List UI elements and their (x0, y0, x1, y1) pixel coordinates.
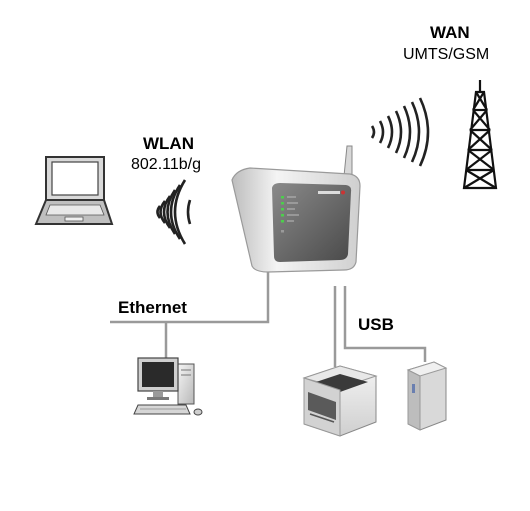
router-logo (318, 191, 340, 194)
link-lines (110, 272, 425, 367)
usb-link-line-drive (345, 286, 425, 362)
printer-icon (304, 366, 376, 436)
router-icon (232, 146, 360, 272)
desktop-computer-icon (134, 358, 202, 415)
router-antenna (344, 146, 352, 176)
cell-tower-icon (464, 80, 496, 188)
wlan-signal-waves (158, 180, 191, 244)
wan-signal-waves (372, 98, 428, 166)
ethernet-link-line (110, 272, 268, 322)
external-drive-icon (408, 362, 446, 430)
laptop-icon (36, 157, 112, 224)
